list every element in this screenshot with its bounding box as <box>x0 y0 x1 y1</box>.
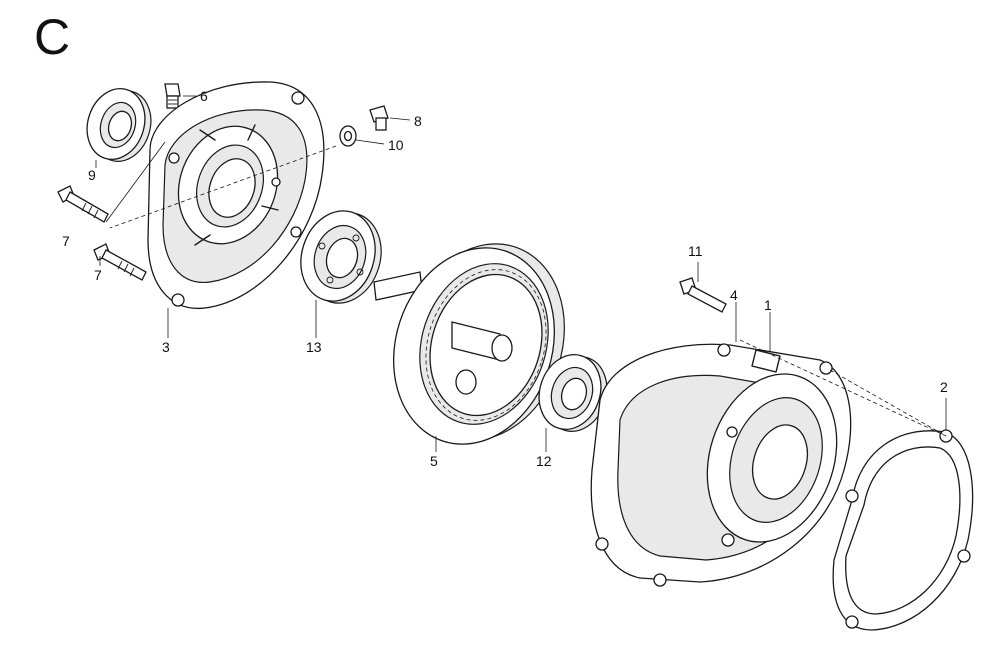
bearing-13 <box>300 210 382 304</box>
ring-gear-5 <box>373 243 565 445</box>
label-part-7-upper: 7 <box>62 233 70 249</box>
label-part-13: 13 <box>306 339 322 355</box>
label-part-10: 10 <box>388 137 404 153</box>
bolt-8 <box>369 105 389 131</box>
washer-10 <box>339 125 357 147</box>
bolt-7-lower <box>93 243 147 281</box>
main-case-1 <box>590 343 852 587</box>
section-letter: C <box>34 9 71 65</box>
label-part-4: 4 <box>730 287 738 303</box>
bolt-7-upper <box>57 185 109 223</box>
label-part-12: 12 <box>536 453 552 469</box>
housing-cover-3 <box>147 81 325 309</box>
leader-lines <box>95 95 947 452</box>
label-part-2: 2 <box>940 379 948 395</box>
label-part-5: 5 <box>430 453 438 469</box>
oil-seal-9 <box>86 88 152 162</box>
bolt-6 <box>164 83 181 109</box>
label-part-8: 8 <box>414 113 422 129</box>
label-part-3: 3 <box>162 339 170 355</box>
label-part-1: 1 <box>764 297 772 313</box>
bolt-11 <box>679 277 727 313</box>
bearing-12 <box>538 354 608 432</box>
label-part-7-lower: 7 <box>94 267 102 283</box>
label-part-9: 9 <box>88 167 96 183</box>
label-part-11: 11 <box>688 243 703 259</box>
gasket-2 <box>832 429 974 631</box>
callout-labels: 6 8 10 9 7 7 3 13 5 12 11 4 1 2 <box>62 88 948 469</box>
label-part-6: 6 <box>200 88 208 104</box>
